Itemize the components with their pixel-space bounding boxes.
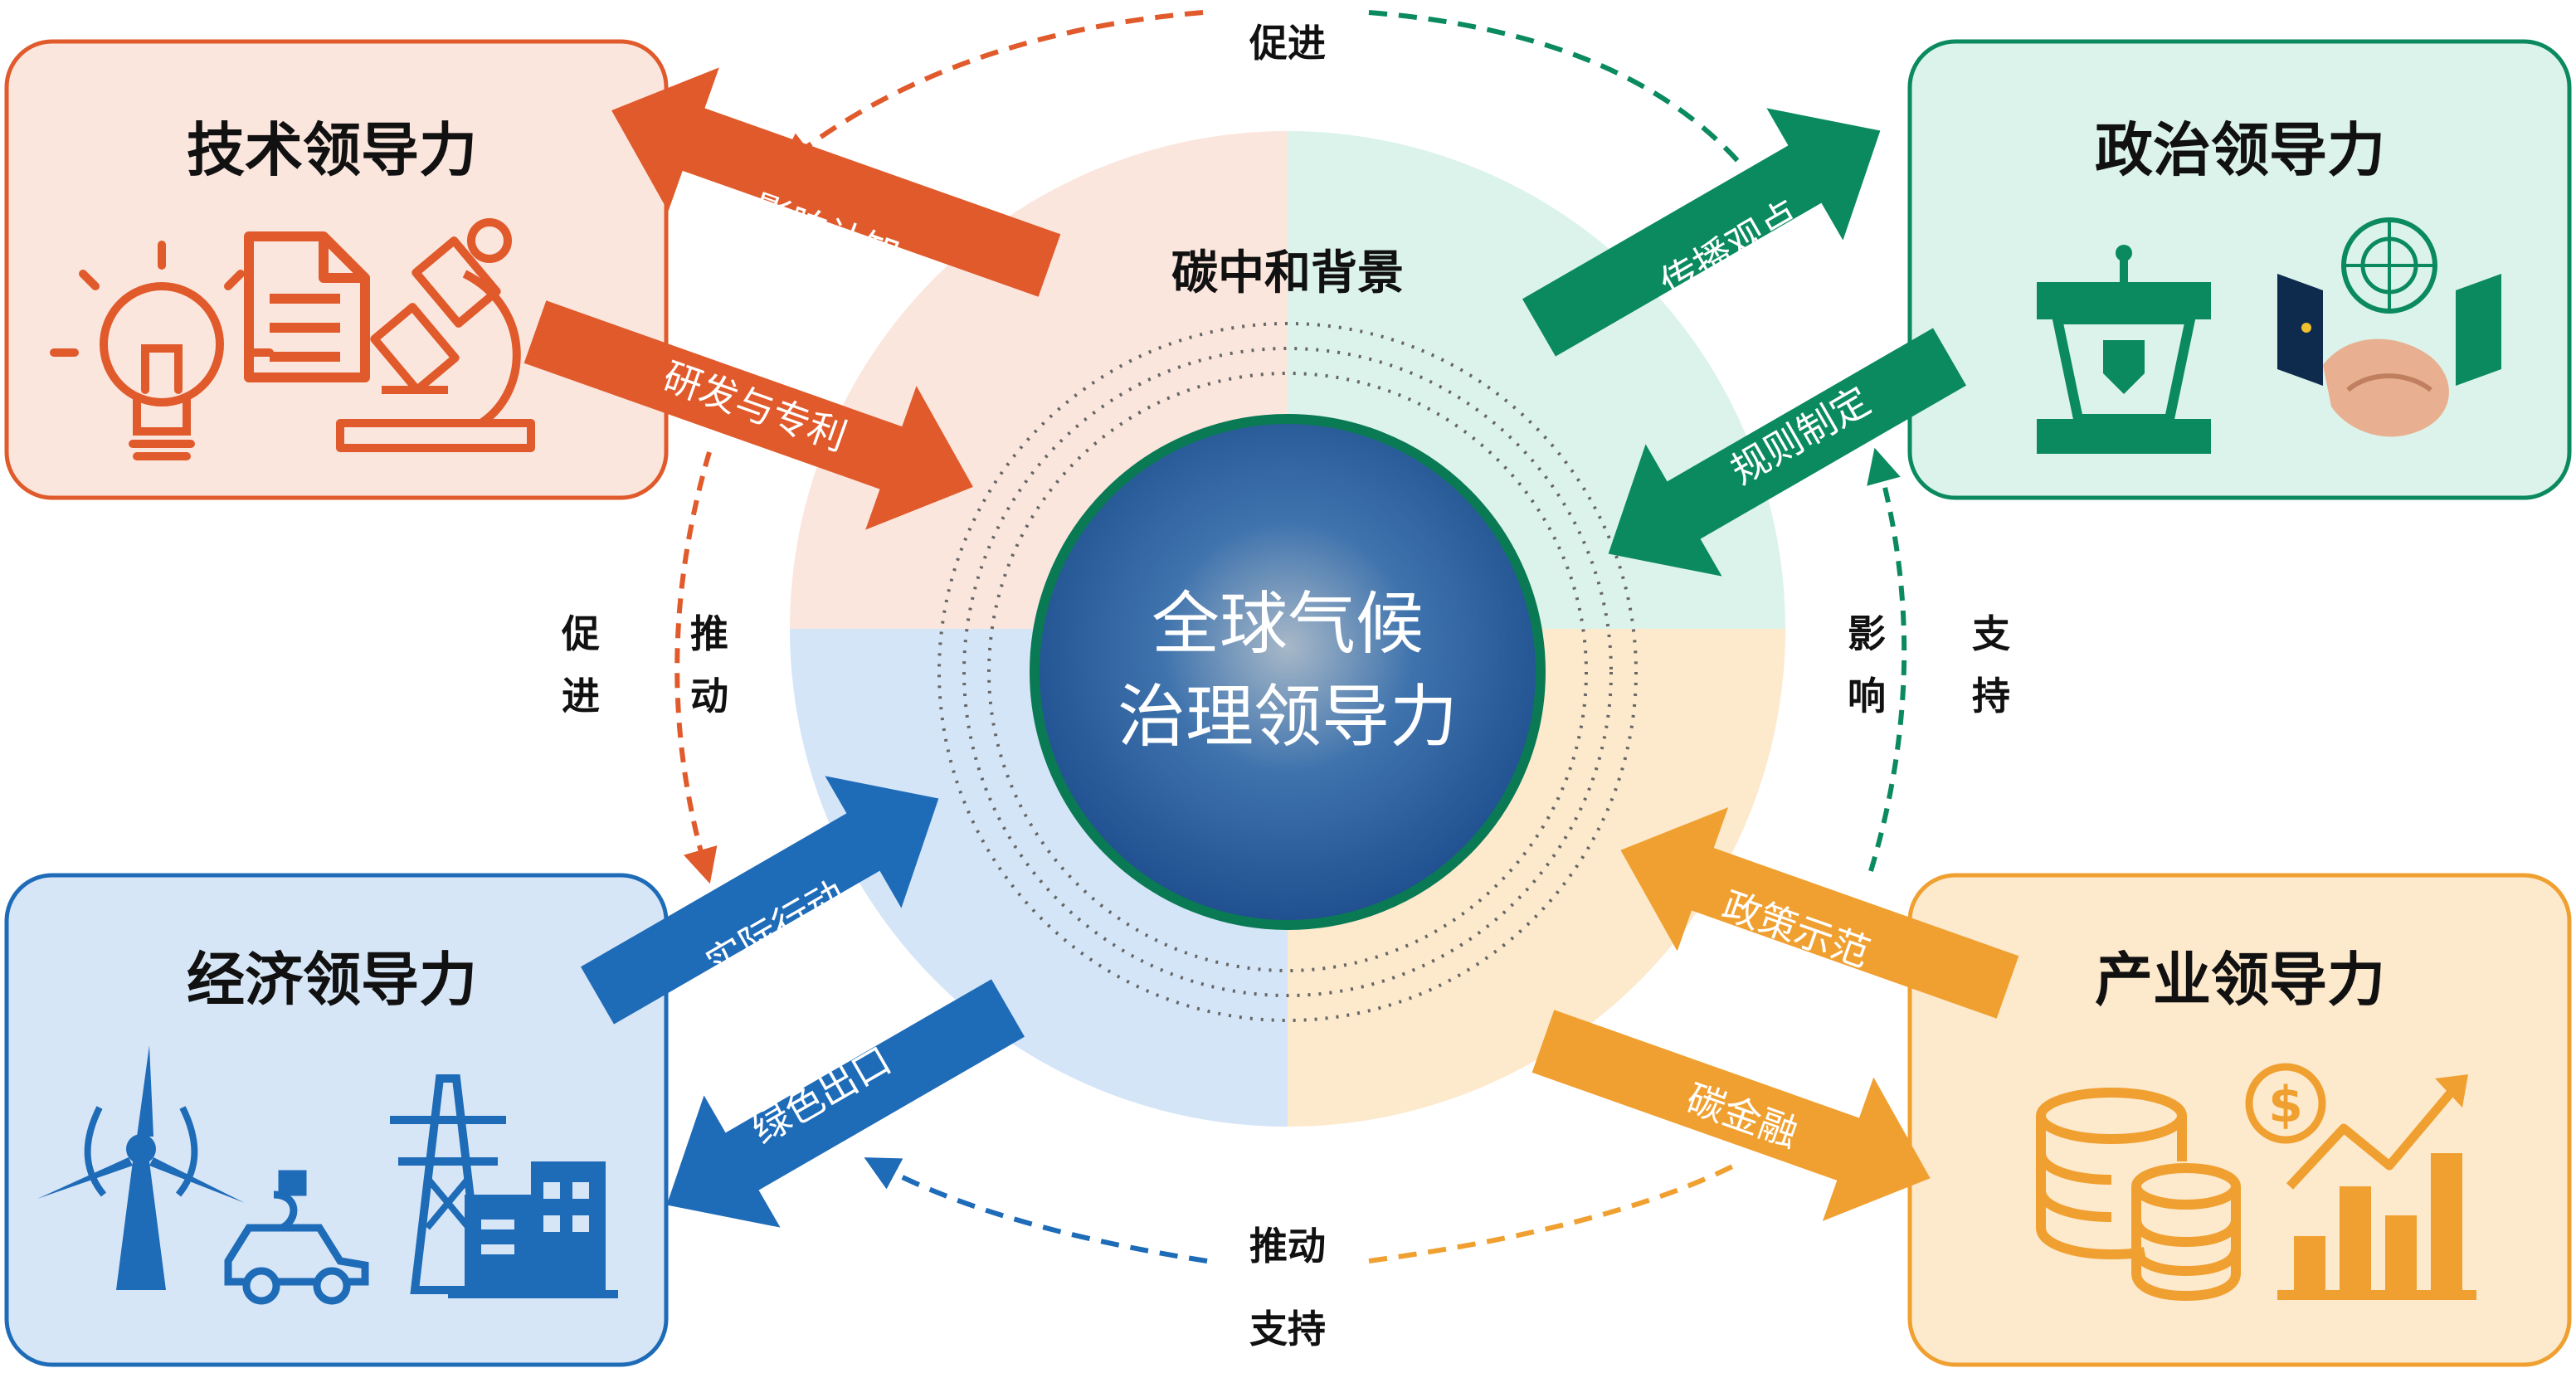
dashed-arc-bottom-left	[864, 1157, 1208, 1263]
arrow-economy-out	[581, 776, 939, 1025]
power-tower-factory-icon	[390, 1074, 618, 1298]
electric-car-icon	[224, 1170, 369, 1305]
center-title-line1: 全球气候	[1152, 585, 1424, 664]
dashed-arc-right	[1867, 447, 1907, 872]
wind-turbine-icon	[37, 1045, 245, 1290]
arrow-tech-in	[611, 67, 1061, 297]
arrow-industry-out	[1531, 1010, 1931, 1221]
relation-left-a-1: 促	[561, 611, 600, 656]
coins-stack-icon	[2036, 1088, 2241, 1302]
dashed-arc-top-right	[1368, 10, 1745, 168]
dashed-arc-left	[674, 451, 718, 884]
handshake-flags-icon	[2277, 217, 2501, 437]
arrow-politics-in	[1522, 108, 1881, 357]
dotted-ring-outer	[937, 322, 1638, 1022]
svg-text:$: $	[2268, 1076, 2303, 1134]
box-tech-title: 技术领导力	[187, 116, 477, 184]
relation-right-b-2: 持	[1972, 674, 2010, 718]
box-politics	[1907, 39, 2572, 500]
microscope-icon	[336, 218, 535, 452]
relation-right-a-1: 影	[1848, 611, 1886, 656]
relation-bottom-b: 支持	[1249, 1307, 1326, 1351]
box-tech	[4, 39, 669, 500]
box-industry-title: 产业领导力	[2095, 946, 2385, 1014]
arrow-industry-in	[1620, 807, 2019, 1019]
podium-icon	[2037, 245, 2211, 454]
relation-left-a-2: 进	[562, 674, 600, 718]
arrow-economy-in	[666, 979, 1025, 1228]
box-politics-title: 政治领导力	[2095, 116, 2385, 184]
relation-bottom-a: 推动	[1249, 1224, 1326, 1268]
relation-top: 促进	[1249, 21, 1326, 66]
relation-left-b-2: 动	[690, 674, 728, 718]
background-label: 碳中和背景	[1171, 246, 1404, 300]
arrow-tech-out	[523, 300, 973, 530]
growth-chart-icon: $	[2245, 1063, 2476, 1300]
dotted-ring-middle	[962, 347, 1613, 997]
center-globe	[1030, 414, 1546, 930]
relation-left-b-1: 推	[690, 611, 728, 656]
arrow-politics-out	[1608, 328, 1966, 577]
center-title-line2: 治理领导力	[1118, 678, 1458, 757]
box-economy-title: 经济领导力	[187, 946, 477, 1014]
dashed-arc-bottom-right	[1368, 1163, 1736, 1263]
dotted-ring-inner	[987, 372, 1588, 972]
relation-right-b-1: 支	[1972, 611, 2010, 656]
document-icon	[244, 231, 370, 382]
relation-right-a-2: 响	[1848, 674, 1886, 718]
dashed-arc-top-left	[778, 10, 1204, 168]
